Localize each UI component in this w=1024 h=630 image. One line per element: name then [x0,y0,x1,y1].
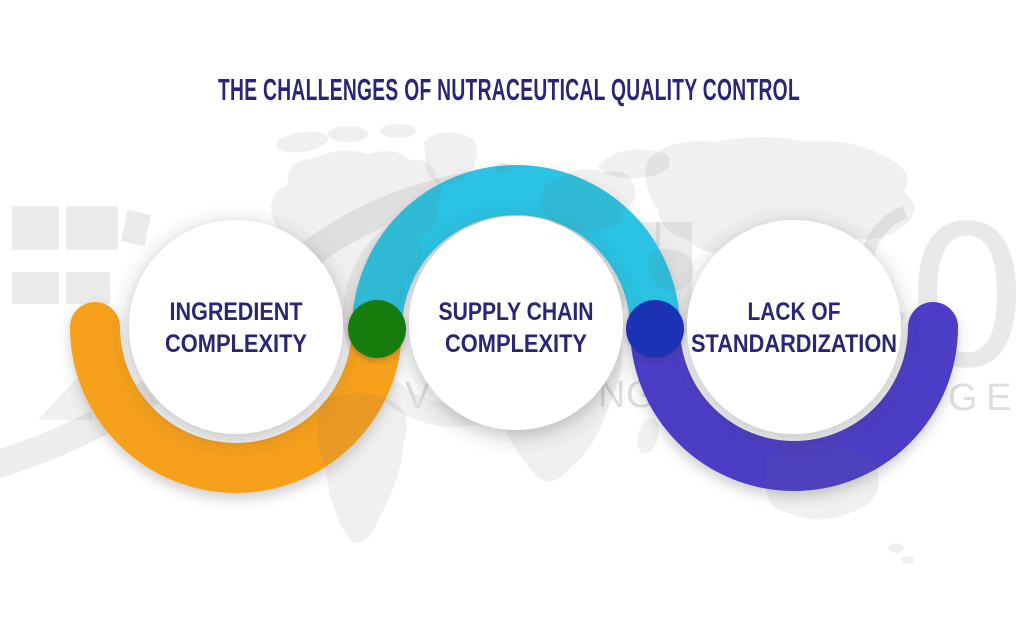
map-south-america [316,392,407,543]
circle-supply-chain-complexity [409,216,623,430]
logo-square [121,210,151,246]
map-scandinavia [598,149,670,179]
watermark-row-letter: E [986,377,1011,419]
page-title: THE CHALLENGES OF NUTRACEUTICAL QUALITY … [218,72,800,107]
watermark-row-letter: G [948,377,978,419]
map-new-zealand [901,556,915,564]
map-greenland [424,132,478,185]
watermark-row-letter: V [405,375,431,417]
label-ingredient-line2: COMPLEXITY [165,330,307,358]
label-ingredient-line1: INGREDIENT [170,298,303,326]
label-supply-chain-line2: COMPLEXITY [445,330,587,358]
circle-lack-of-standardization [687,220,901,434]
connector-dots [348,300,684,358]
challenge-labels: INGREDIENT COMPLEXITY SUPPLY CHAIN COMPL… [165,298,897,358]
map-arctic-island [380,124,416,138]
map-europe [540,169,636,232]
logo-square [66,206,118,250]
challenge-circles [129,216,901,434]
map-arctic-island [328,126,368,142]
connector-dot-green [348,300,406,358]
map-asia [645,137,915,257]
map-arctic-island [276,131,328,153]
circle-ingredient-complexity [129,220,343,434]
map-arabia [648,249,694,291]
logo-square [66,272,110,304]
connector-dot-blue [626,300,684,358]
map-madagascar [637,418,659,454]
map-new-zealand [888,543,904,553]
logo-mark-squares [12,206,151,304]
label-standardization-line2: STANDARDIZATION [691,330,897,358]
process-arcs [70,165,958,493]
map-australia [765,444,879,520]
map-north-america [271,150,442,362]
logo-square [12,272,59,304]
label-standardization-line1: LACK OF [748,298,841,326]
label-supply-chain-line1: SUPPLY CHAIN [439,298,594,326]
logo-square [12,206,59,250]
map-iceland [494,163,512,173]
arc-ingredient-complexity [70,302,402,493]
arc-supply-chain-complexity [352,165,680,354]
arc-lack-of-standardization [630,302,958,491]
